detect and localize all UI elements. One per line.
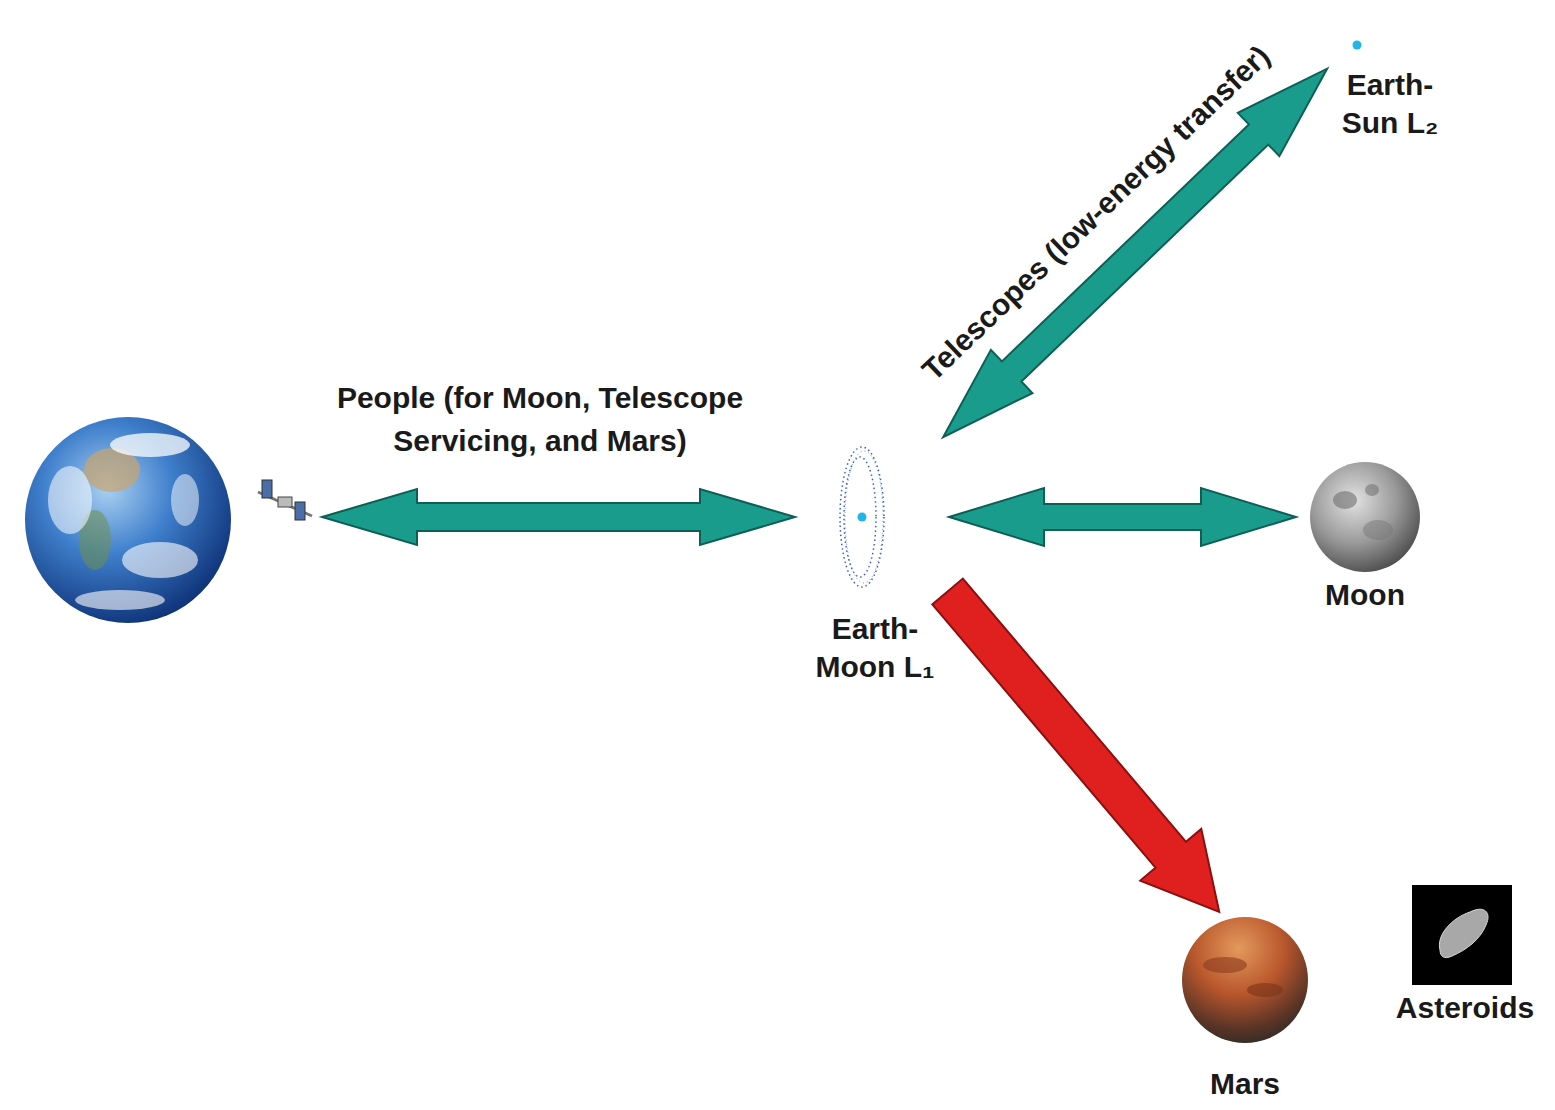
station-module xyxy=(278,497,292,507)
earth-globe xyxy=(25,417,231,623)
node-label: Earth- Sun L₂ xyxy=(1330,66,1450,142)
lagrange-point xyxy=(1353,41,1362,50)
node-label: Asteroids xyxy=(1385,989,1545,1027)
body-node: Earth- Moon L₁ xyxy=(805,440,945,686)
moon-crater xyxy=(1363,520,1393,540)
block-arrow xyxy=(943,69,1327,438)
transfer-arrow xyxy=(322,489,795,545)
halo-orbit xyxy=(840,447,884,587)
station-panel xyxy=(295,502,305,520)
mars-globe xyxy=(1182,917,1308,1043)
earth-cloud xyxy=(110,433,190,457)
node-label: Mars xyxy=(1175,1065,1315,1103)
body-node: Asteroids xyxy=(1385,883,1545,1027)
mars-feature xyxy=(1247,983,1283,997)
halo-orbit xyxy=(845,451,883,583)
node-label: Earth- Moon L₁ xyxy=(805,610,945,686)
mars-feature xyxy=(1203,957,1247,973)
body-node: Earth- Sun L₂ xyxy=(1330,28,1450,142)
asteroid-body xyxy=(1439,909,1488,957)
route-label: People (for Moon, Telescope Servicing, a… xyxy=(285,376,795,462)
body-node: Mars xyxy=(1175,915,1315,1103)
body-node: Moon xyxy=(1300,458,1430,614)
moon-crater xyxy=(1333,491,1357,509)
station-panel xyxy=(262,480,272,498)
block-arrow xyxy=(949,488,1296,546)
edge-label: Telescopes (low-energy transfer) xyxy=(915,38,1278,388)
earth-cloud xyxy=(75,590,165,610)
lagrange-point xyxy=(858,513,867,522)
block-arrow xyxy=(932,579,1219,912)
halo-orbit xyxy=(844,457,876,577)
node-label: Moon xyxy=(1300,576,1430,614)
moon-globe xyxy=(1310,462,1420,572)
asteroid-frame xyxy=(1412,885,1512,985)
moon-crater xyxy=(1365,484,1379,496)
earth-cloud xyxy=(122,542,198,578)
earth-cloud xyxy=(48,466,92,534)
earth-cloud xyxy=(171,474,199,526)
